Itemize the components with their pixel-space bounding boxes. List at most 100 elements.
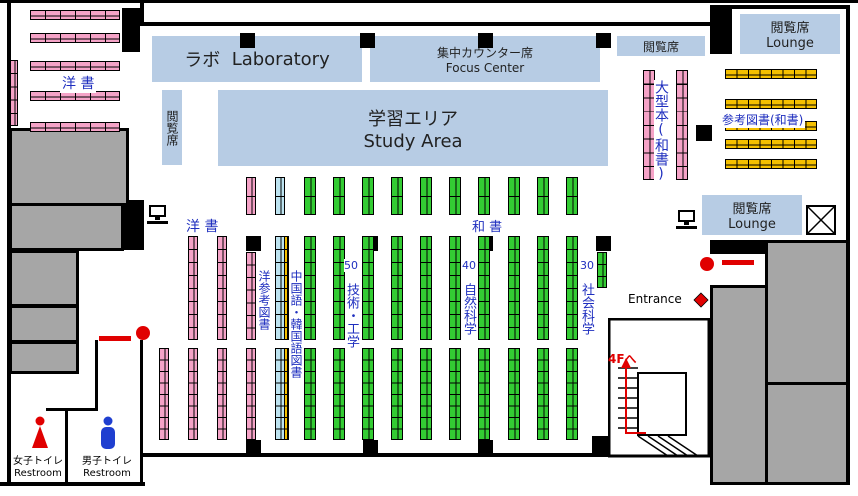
column-block (710, 8, 732, 54)
bookshelf (537, 236, 549, 340)
bookshelf (597, 252, 607, 288)
reading-seats-left-label: 閲覧席 (165, 109, 179, 146)
bookshelf (362, 348, 374, 440)
bookshelf (508, 348, 520, 440)
door-marker (700, 257, 714, 271)
social-science-class-number: 30 (580, 259, 594, 272)
pillar (363, 440, 378, 455)
elevator-icon (806, 205, 836, 235)
column-block (710, 240, 765, 254)
study-area-label-en: Study Area (363, 130, 463, 152)
lounge-top-zone: 閲覧席 Lounge (740, 14, 840, 54)
bookshelf (246, 252, 256, 340)
bookshelf (449, 177, 461, 215)
lounge-top-label-en: Lounge (766, 36, 814, 51)
bookshelf (537, 177, 549, 215)
entrance-diamond-icon (693, 292, 709, 308)
lounge-mid-zone: 閲覧席 Lounge (702, 195, 802, 235)
laboratory-label-ja: ラボ (184, 50, 221, 71)
women-restroom-label: 女子トイレ Restroom (12, 456, 64, 480)
bookshelf (217, 236, 227, 340)
pillar (360, 33, 375, 48)
door-marker (136, 326, 150, 340)
pillar (246, 236, 261, 251)
service-core (9, 250, 79, 307)
bookshelf (333, 348, 345, 440)
computer-icon (147, 205, 168, 224)
bookshelf (391, 177, 403, 215)
bookshelf (478, 236, 490, 340)
study-area-zone: 学習エリア Study Area (218, 90, 608, 166)
bookshelf (478, 348, 490, 440)
reading-seats-top: 閲覧席 (617, 36, 705, 56)
lounge-mid-label-en: Lounge (728, 217, 776, 232)
bookshelf (391, 348, 403, 440)
bookshelf (275, 177, 285, 215)
women-restroom-label-ja: 女子トイレ (13, 456, 63, 467)
service-core (765, 240, 849, 385)
restroom-wall (140, 340, 143, 483)
men-restroom-label-en: Restroom (83, 468, 131, 479)
bookshelf (725, 69, 817, 79)
entrance-label: Entrance (628, 292, 682, 306)
staircase (608, 318, 711, 458)
bookshelf (478, 177, 490, 215)
bookshelf (30, 122, 120, 132)
bookshelf (304, 236, 316, 340)
japanese-books-label: 和 書 (470, 216, 505, 235)
bookshelf (333, 236, 345, 340)
pillar (596, 236, 611, 251)
restroom-wall (46, 408, 98, 411)
computer-icon (676, 210, 697, 229)
bookshelf (217, 348, 227, 440)
bookshelf (304, 177, 316, 215)
western-reference-label: 洋参考図書 (257, 270, 271, 330)
wall-upper (140, 22, 715, 26)
bookshelf (246, 177, 256, 215)
bookshelf (284, 348, 289, 440)
service-core (9, 305, 79, 343)
pillar (596, 33, 611, 48)
bookshelf (30, 61, 120, 71)
chinese-korean-books-label: 中国語・韓国語図書 (289, 270, 303, 378)
bookshelf (362, 177, 374, 215)
western-books-top-label: 洋 書 (60, 73, 97, 93)
reference-books-label: 参考図書(和書) (720, 111, 806, 128)
bookshelf (284, 236, 289, 340)
natural-science-label: 自然科学 (461, 283, 476, 335)
bookshelf (246, 348, 256, 440)
lounge-top-label-ja: 閲覧席 (770, 21, 810, 36)
bookshelf (30, 10, 120, 20)
column-block (696, 125, 712, 141)
women-restroom-label-en: Restroom (14, 468, 62, 479)
wall-top (0, 0, 858, 3)
pillar (478, 33, 493, 48)
service-core (9, 203, 124, 251)
service-core (765, 382, 849, 485)
men-restroom-label-ja: 男子トイレ (82, 456, 132, 467)
column-block (122, 200, 144, 250)
bookshelf (725, 139, 817, 149)
door-marker (99, 336, 131, 341)
bookshelf (30, 33, 120, 43)
focus-center-label-ja: 集中カウンター席 (436, 45, 533, 60)
bookshelf (566, 177, 578, 215)
wall-bottom-left (0, 482, 145, 486)
bookshelf (566, 348, 578, 440)
laboratory-label-en: Laboratory (231, 48, 330, 70)
bookshelf (304, 348, 316, 440)
pillar (478, 440, 493, 455)
men-restroom-label: 男子トイレ Restroom (74, 456, 140, 480)
western-books-mid-label: 洋 書 (186, 219, 219, 235)
natural-science-class-number: 40 (462, 259, 476, 272)
technology-class-number: 50 (344, 259, 358, 272)
bookshelf (676, 70, 688, 180)
bookshelf (537, 348, 549, 440)
study-area-label-ja: 学習エリア (368, 108, 458, 130)
bookshelf (420, 348, 432, 440)
bookshelf (420, 177, 432, 215)
bookshelf (725, 159, 817, 169)
female-restroom-icon (32, 416, 48, 448)
wall-bottom (140, 453, 715, 457)
